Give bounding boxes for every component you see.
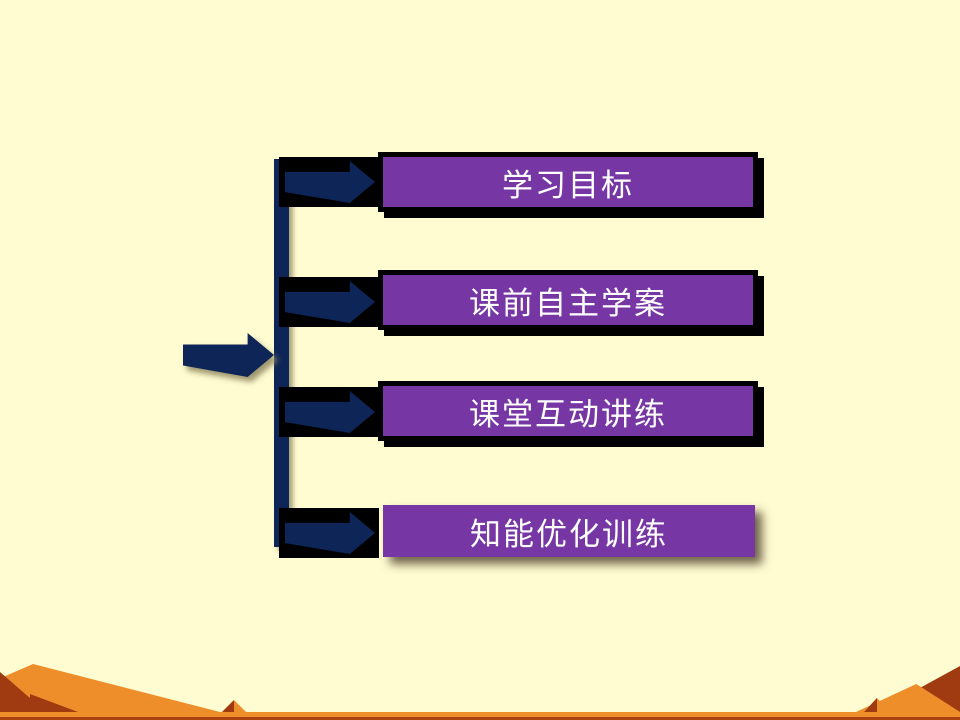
main-arrow-icon: [183, 333, 274, 377]
flow-box-classroom-practice[interactable]: 课堂互动讲练: [378, 381, 758, 441]
flow-box-learning-goals[interactable]: 学习目标: [378, 152, 758, 212]
bottom-orange-bar: [0, 712, 960, 717]
flow-box-label: 学习目标: [502, 167, 634, 203]
branch-connector-1: [279, 157, 379, 207]
main-arrow-shape: [183, 333, 274, 377]
right-arrow-icon: [285, 161, 375, 203]
right-arrow-icon: [285, 512, 375, 554]
branch-connector-2: [279, 277, 379, 327]
flow-box-preclass-study[interactable]: 课前自主学案: [378, 270, 758, 330]
flow-box-label: 课前自主学案: [469, 285, 667, 321]
connector-vertical-line: [274, 159, 289, 547]
right-arrow-icon: [285, 391, 375, 433]
bottom-maroon-bar: [0, 717, 960, 720]
flow-box-label: 知能优化训练: [470, 516, 668, 552]
flow-box-optimization-training[interactable]: 知能优化训练: [383, 505, 755, 557]
branch-connector-3: [279, 387, 379, 437]
right-arrow-icon: [285, 281, 375, 323]
flow-box-label: 课堂互动讲练: [469, 396, 667, 432]
branch-connector-4: [279, 508, 379, 558]
